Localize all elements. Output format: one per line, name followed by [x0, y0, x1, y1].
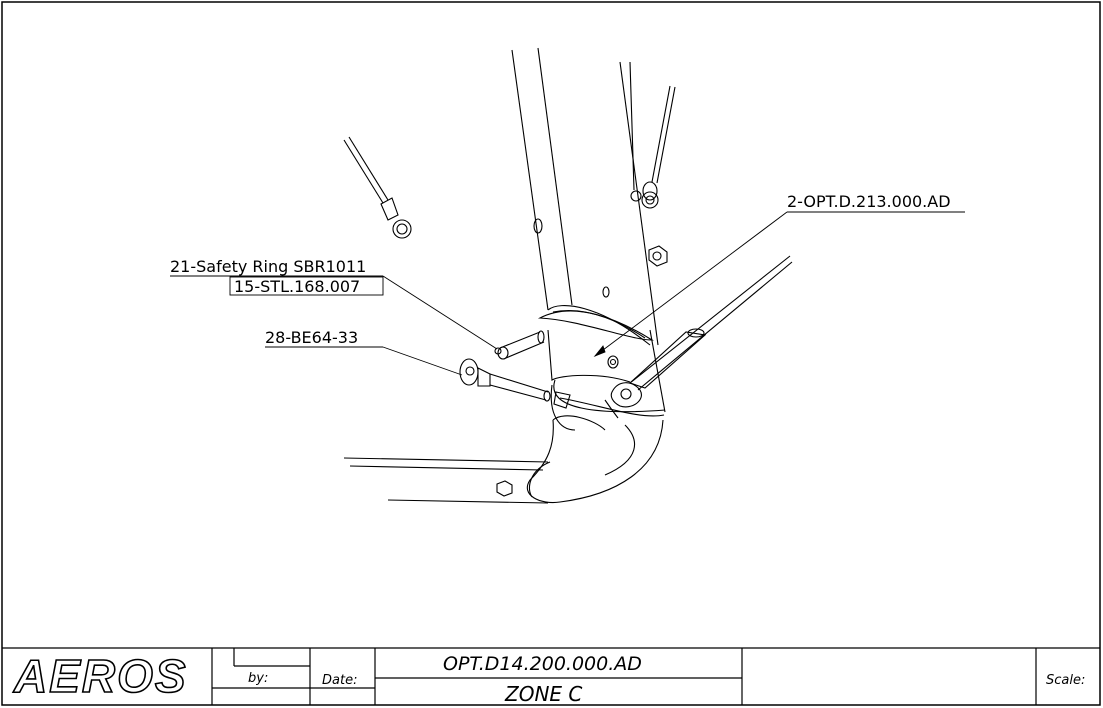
by-label: by: [248, 671, 268, 686]
aeros-logo: AEROS [13, 650, 188, 702]
nut [648, 245, 668, 267]
fitting-bracket [547, 329, 666, 431]
assembly-drawing: 2-OPT.D.213.000.AD 21-Safety Ring SBR101… [170, 47, 965, 504]
callout-part-2: 2-OPT.D.213.000.AD [787, 192, 951, 211]
callout-part-15: 15-STL.168.007 [234, 277, 360, 296]
cable-left [343, 136, 412, 239]
bolt-head [496, 480, 513, 497]
diagonal-strut [604, 255, 793, 419]
horizontal-tube [343, 457, 549, 504]
cable-right [641, 85, 676, 209]
bolt-28 [459, 358, 571, 409]
bolt-15 [494, 330, 545, 360]
upright-tube [511, 47, 659, 346]
title-block: AEROS by: Date: OPT.D14.200.000.AD ZONE … [2, 647, 1100, 706]
scale-label: Scale: [1046, 673, 1085, 688]
date-label: Date: [322, 673, 357, 688]
drawing-number: OPT.D14.200.000.AD [443, 653, 642, 675]
tube-hole [533, 218, 543, 234]
leader-lines [170, 211, 965, 376]
callout-part-28: 28-BE64-33 [265, 328, 358, 347]
callout-part-21: 21-Safety Ring SBR1011 [170, 257, 366, 276]
tube-hole [602, 286, 610, 298]
elbow-fitting [527, 415, 664, 504]
zone-label: ZONE C [504, 682, 582, 706]
